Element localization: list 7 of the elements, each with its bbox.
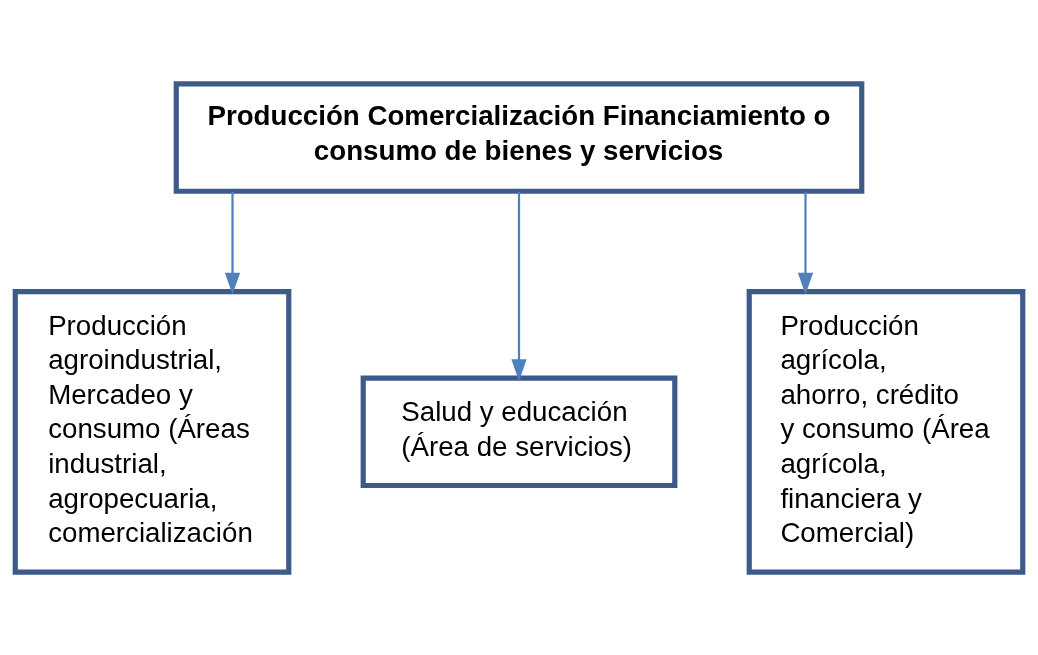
arrow <box>224 191 241 295</box>
node-box: Producción agroindustrial, Mercadeo y consumo (Áreas industrial, agropecuaria, comercialización <box>12 288 292 575</box>
node-box: Producción agrícola, ahorro, crédito y consumo (Área agrícola, financiera y Comercial) <box>746 288 1026 575</box>
node-box: Salud y educación (Área de servicios) <box>360 375 678 488</box>
arrow <box>511 191 527 381</box>
arrow <box>797 191 814 295</box>
node-box: Producción Comercialización Financiamiento o consumo de bienes y servicios <box>173 80 865 194</box>
